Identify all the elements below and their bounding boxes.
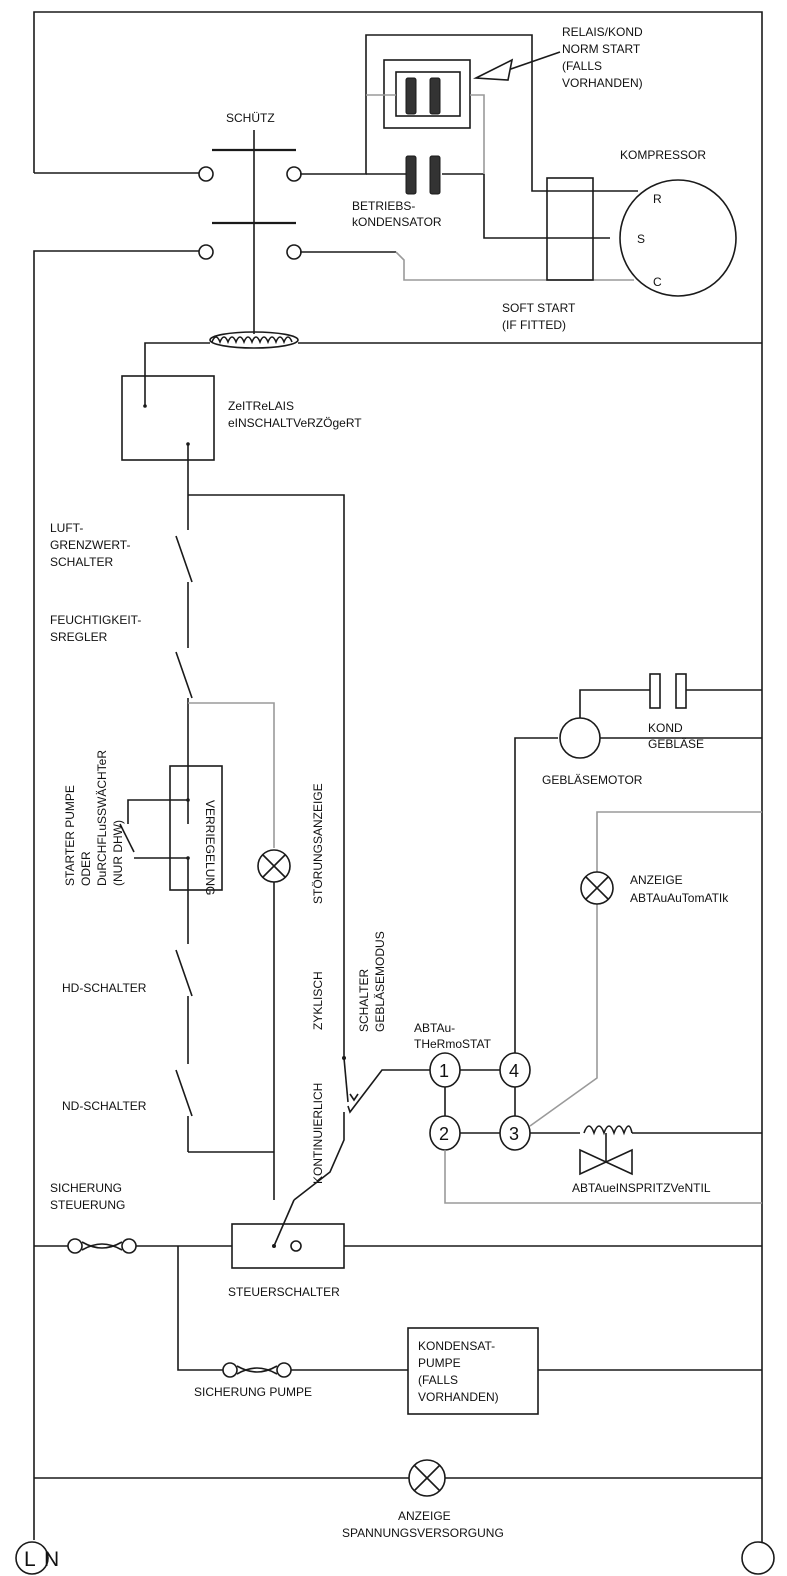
thermo-terminal-1: 1 bbox=[439, 1061, 449, 1081]
einspritzventil-label: ABTAueINSPRITZVeNTIL bbox=[572, 1181, 711, 1195]
run-capacitor bbox=[405, 155, 441, 195]
schuetz-label: SCHÜTZ bbox=[226, 111, 275, 125]
terminal-r: R bbox=[653, 192, 662, 206]
kond-label-2: GEBLÄSE bbox=[648, 737, 704, 751]
sicherung-label-2: STEUERUNG bbox=[50, 1198, 125, 1212]
stoerungsanzeige-label: STÖRUNGSANZEIGE bbox=[311, 783, 325, 904]
defrost-solenoid-valve bbox=[579, 1125, 633, 1176]
kondensat-label-2: PUMPE bbox=[418, 1356, 461, 1370]
zyklisch-label: ZYKLISCH bbox=[311, 971, 325, 1030]
luft-label-2: GRENZWERT- bbox=[50, 538, 130, 552]
zeitrelais-label-1: ZeITReLAIS bbox=[228, 399, 294, 413]
soft-start-box bbox=[546, 177, 594, 281]
interlock bbox=[119, 765, 223, 891]
luft-label-1: LUFT- bbox=[50, 521, 83, 535]
thermo-terminal-2: 2 bbox=[439, 1124, 449, 1144]
hd-schalter-label: HD-SCHALTER bbox=[62, 981, 147, 995]
steuerschalter-label: STEUERSCHALTER bbox=[228, 1285, 340, 1299]
anzeige-sv-label-1: ANZEIGE bbox=[398, 1509, 451, 1523]
supply-indicator-lamp bbox=[34, 1459, 762, 1497]
terminal-n bbox=[741, 1541, 775, 1575]
feucht-label-2: SREGLER bbox=[50, 630, 108, 644]
condensate-pump bbox=[407, 1327, 539, 1415]
anzeige-abt-label-1: ANZEIGE bbox=[630, 873, 683, 887]
control-switch bbox=[231, 1199, 762, 1269]
sicherung-label-1: SICHERUNG bbox=[50, 1181, 122, 1195]
start-relay-capacitor bbox=[366, 59, 485, 174]
terminal-n-label: N bbox=[44, 1548, 59, 1571]
fault-lamp bbox=[257, 849, 291, 1200]
abtau-thermo-label-2: THeRmoSTAT bbox=[414, 1037, 492, 1051]
betriebs-label-2: kONDENSATOR bbox=[352, 215, 442, 229]
pointer-arrow bbox=[472, 51, 561, 81]
verriegelung-label: VERRIEGELUNG bbox=[203, 800, 217, 895]
compressor bbox=[619, 179, 737, 297]
relais-kond-label-4: VORHANDEN) bbox=[562, 76, 643, 90]
betriebs-label-1: BETRIEBS- bbox=[352, 199, 415, 213]
fan-mode-switch bbox=[293, 830, 430, 1201]
safety-chain bbox=[175, 444, 274, 1153]
contactor bbox=[198, 130, 302, 330]
fan-motor bbox=[559, 717, 762, 759]
kondensat-label-3: (FALLS bbox=[418, 1373, 458, 1387]
feucht-label-1: FEUCHTIGKEIT- bbox=[50, 613, 141, 627]
control-fuse bbox=[34, 1238, 232, 1254]
luft-label-3: SCHALTER bbox=[50, 555, 113, 569]
kond-label-1: KOND bbox=[648, 721, 683, 735]
relais-kond-label-2: NORM START bbox=[562, 42, 641, 56]
rails bbox=[33, 11, 763, 1545]
kontinuierlich-label: KONTINUIERLICH bbox=[311, 1083, 325, 1184]
time-relay bbox=[121, 375, 215, 461]
relais-kond-label-1: RELAIS/KOND bbox=[562, 25, 643, 39]
anzeige-abt-label-2: ABTAuAuTomATIk bbox=[630, 891, 729, 905]
starter-label-2: ODER bbox=[79, 851, 93, 886]
starter-label-3: DuRCHFLuSSWÄCHTeR bbox=[95, 750, 109, 886]
soft-start-label-1: SOFT START bbox=[502, 301, 576, 315]
geblaesemotor-label: GEBLÄSEMOTOR bbox=[542, 773, 643, 787]
terminal-s: S bbox=[637, 232, 645, 246]
kompressor-label: KOMPRESSOR bbox=[620, 148, 706, 162]
fan-capacitor bbox=[579, 673, 762, 718]
zeitrelais-label-2: eINSCHALTVeRZÖgeRT bbox=[228, 416, 362, 430]
terminal-c: C bbox=[653, 275, 662, 289]
starter-label-4: (NUR DHW) bbox=[111, 820, 125, 886]
sicherung-pumpe-label: SICHERUNG PUMPE bbox=[194, 1385, 312, 1399]
schalter-label-1: SCHALTER bbox=[357, 969, 371, 1032]
thermo-terminal-4: 4 bbox=[509, 1061, 519, 1081]
contactor-coil bbox=[209, 330, 299, 349]
kondensat-label-4: VORHANDEN) bbox=[418, 1390, 499, 1404]
pump-fuse bbox=[222, 1362, 408, 1378]
terminal-l bbox=[15, 1541, 49, 1575]
anzeige-sv-label-2: SPANNUNGSVERSORGUNG bbox=[342, 1526, 504, 1540]
schalter-label-2: GEBLÄSEMODUS bbox=[373, 931, 387, 1032]
starter-label-1: STARTER PUMPE bbox=[63, 785, 77, 886]
kondensat-label-1: KONDENSAT- bbox=[418, 1339, 495, 1353]
nd-schalter-label: ND-SCHALTER bbox=[62, 1099, 147, 1113]
soft-start-label-2: (IF FITTED) bbox=[502, 318, 566, 332]
defrost-lamp bbox=[580, 871, 614, 905]
relais-kond-label-3: (FALLS bbox=[562, 59, 602, 73]
thermo-terminal-3: 3 bbox=[509, 1124, 519, 1144]
abtau-thermo-label-1: ABTAu- bbox=[414, 1021, 455, 1035]
defrost-thermostat bbox=[429, 1052, 531, 1151]
terminal-l-label: L bbox=[24, 1548, 36, 1571]
